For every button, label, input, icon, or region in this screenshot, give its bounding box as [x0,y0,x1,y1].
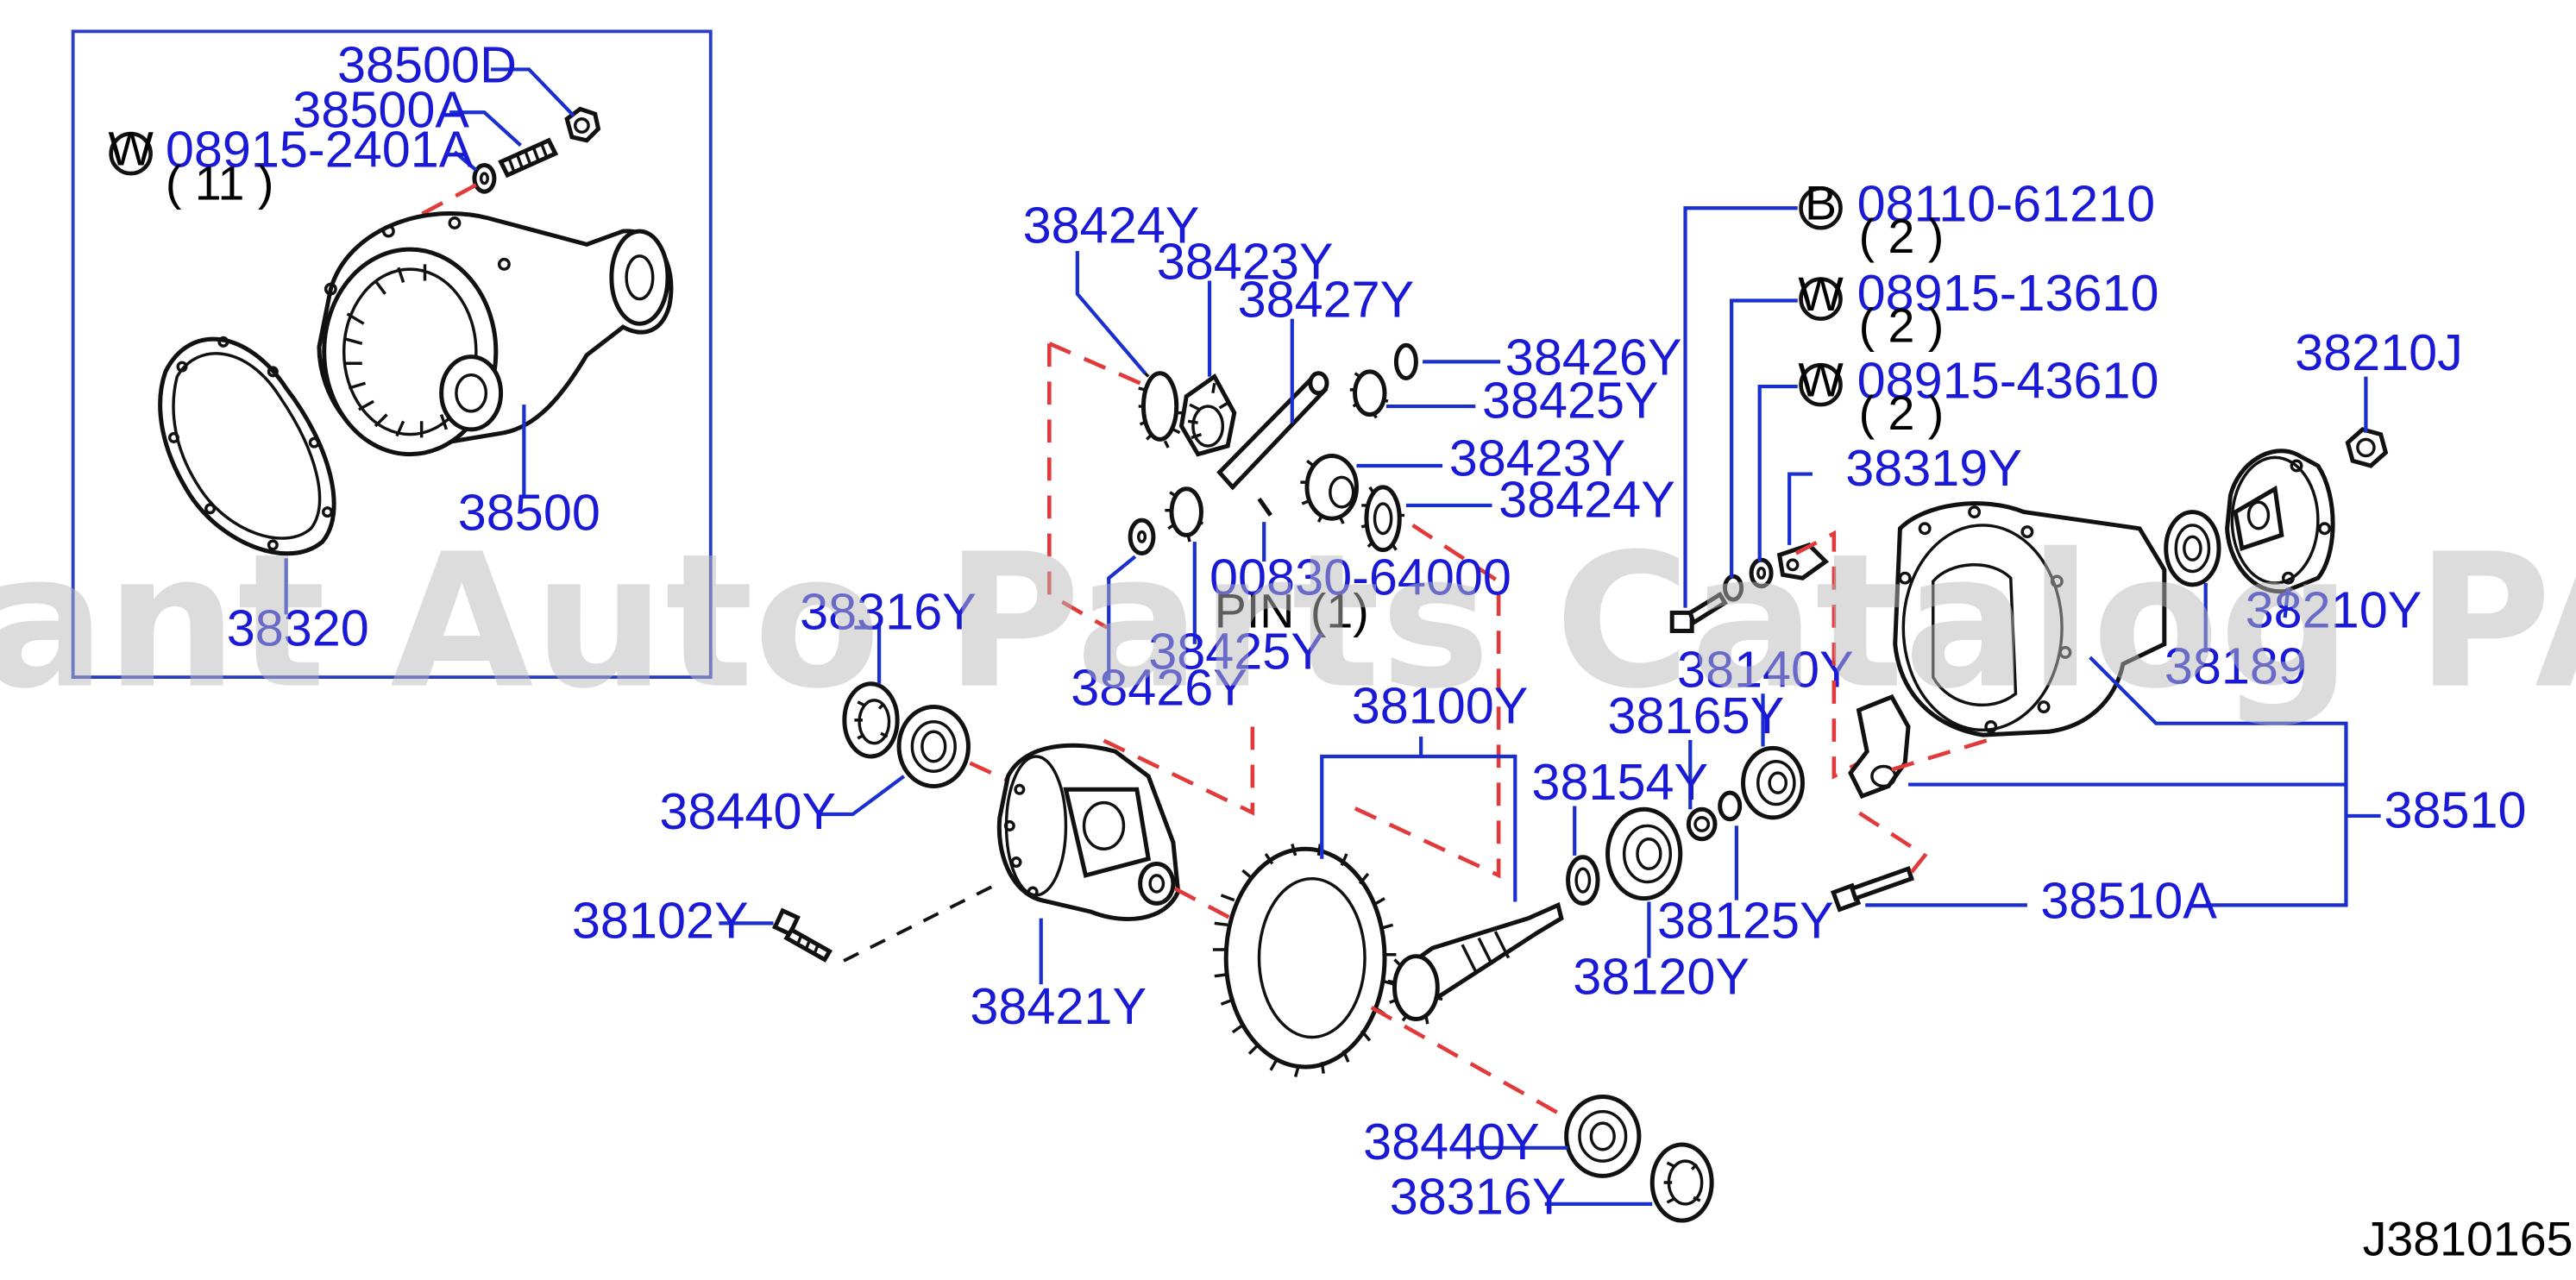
washer-08915-2401a-part[interactable] [472,162,497,194]
label-38102y[interactable]: 38102Y [572,892,749,950]
bearing-38120y-part[interactable] [1605,806,1683,901]
bolt-prefix-circle [1799,185,1843,230]
washer-prefix-letter-2: W [1798,267,1844,321]
spacer-38165y-part[interactable] [1686,806,1718,842]
label-38210y[interactable]: 38210Y [2246,581,2422,639]
label-08110-61210[interactable]: 08110-61210 [1857,175,2156,233]
housing-leaders [1683,206,2381,907]
label-38125y[interactable]: 38125Y [1657,892,1834,950]
bolt-38510a-part[interactable] [1830,866,1914,913]
washer-prefix-circle-2 [1799,277,1843,321]
washer-prefix-letter-3: W [1798,354,1844,407]
qty-08915-43610: ( 2 ) [1859,386,1945,440]
label-38424y-b[interactable]: 38424Y [1498,470,1675,528]
label-38423y-b[interactable]: 38423Y [1449,429,1626,486]
label-pin: PIN [1215,585,1295,638]
washer-prefix-letter: W [108,122,154,175]
label-38100y[interactable]: 38100Y [1352,677,1529,735]
pin-00830-64000-part[interactable] [1257,497,1272,517]
qty-08915-13610: ( 2 ) [1859,298,1945,352]
bearing-38440y-a-part[interactable] [896,705,971,788]
case-leaders [719,625,1043,985]
label-38425y-a[interactable]: 38425Y [1482,371,1659,429]
label-38500a[interactable]: 38500A [292,80,469,138]
side-gear-38424y-a-part[interactable] [1138,370,1184,449]
bearing-cap-38510-part[interactable] [1848,693,1911,800]
diagram-code: J3810165 [2363,1212,2573,1265]
label-38189[interactable]: 38189 [2164,637,2307,695]
side-gear-38423y-b-part[interactable] [1300,454,1359,524]
label-08915-2401a[interactable]: 08915-2401A [166,120,474,178]
qty-08110-61210: ( 2 ) [1859,210,1945,263]
label-38510[interactable]: 38510 [2384,781,2526,838]
label-08915-43610[interactable]: 08915-43610 [1857,351,2159,409]
bolt-08110-61210-part[interactable] [1669,591,1728,633]
pinion-mate-38423y-a-part[interactable] [1178,373,1237,457]
shim-38125y-part[interactable] [1718,790,1743,822]
label-08915-13610[interactable]: 08915-13610 [1857,264,2159,322]
label-38423y-a[interactable]: 38423Y [1157,233,1334,291]
label-00830-64000[interactable]: 00830-64000 [1209,548,1511,605]
label-38426y-a[interactable]: 38426Y [1505,329,1682,386]
carrier-housing-38510-part[interactable] [1893,501,2167,737]
washer-38426y-a-part[interactable] [1393,342,1418,380]
qty-08915-2401a: ( 11 ) [166,157,273,210]
pinion-mate-38425y-b-part[interactable] [1165,486,1203,543]
leader-38100y [1320,737,1517,902]
thrust-washer-38424y-b-part[interactable] [1360,485,1404,553]
carrier-assembly-38500-part[interactable] [317,211,674,457]
differential-case-38421y-part[interactable] [996,743,1181,921]
label-38165y[interactable]: 38165Y [1608,687,1785,744]
label-38140y[interactable]: 38140Y [1677,641,1854,699]
nut-38500d-part[interactable] [564,106,601,143]
watermark: Offers Merchant Auto Parts Catalog PARTS… [0,514,2576,730]
label-38500d[interactable]: 38500D [337,36,517,94]
gear-group-leaders [1075,251,1501,681]
label-38510a[interactable]: 38510A [2040,872,2217,930]
drive-pinion-38100y-part[interactable] [1387,901,1564,1025]
label-38427y[interactable]: 38427Y [1238,271,1415,329]
label-38440y-b[interactable]: 38440Y [1363,1113,1540,1170]
shaft-38427y-part[interactable] [1216,371,1329,491]
label-38425y-b[interactable]: 38425Y [1148,623,1325,681]
pinion-stack-leaders [1573,693,1765,958]
label-38120y[interactable]: 38120Y [1573,948,1750,1006]
gasket-38320-part[interactable] [158,336,336,556]
label-38316y-b[interactable]: 38316Y [1390,1167,1567,1225]
bolt-prefix-letter: B [1805,177,1837,230]
washer-38426y-b-part[interactable] [1128,518,1156,555]
ring-gear-38100y-part[interactable] [1212,844,1397,1077]
qty-pin: (1) [1310,585,1369,638]
inset-leaders [284,67,575,615]
bearing-38440y-b-part[interactable] [1564,1094,1642,1178]
label-38154y[interactable]: 38154Y [1531,753,1708,811]
bearing-38140y-part[interactable] [1741,745,1805,820]
pinion-mate-38425y-a-part[interactable] [1349,369,1389,419]
bearing-cup-38316y-b-part[interactable] [1649,1142,1714,1223]
label-38500[interactable]: 38500 [458,484,600,542]
stud-38500a-part[interactable] [498,137,559,179]
guide-gear-group [1047,342,1501,879]
label-38424y-a[interactable]: 38424Y [1023,196,1200,254]
oil-seal-38189-part[interactable] [2164,510,2221,587]
label-38316y-a[interactable]: 38316Y [800,583,977,641]
label-38319y[interactable]: 38319Y [1845,439,2022,497]
companion-flange-38210y-part[interactable] [2225,449,2335,594]
washer-prefix-circle [109,131,153,176]
label-38440y-a[interactable]: 38440Y [659,782,836,840]
spacer-38154y-part[interactable] [1566,855,1600,906]
bearing-cup-38316y-a-part[interactable] [842,681,900,759]
lower-bearing-leaders [1475,1145,1653,1207]
bolt-38102y-part[interactable] [772,907,833,963]
label-38421y[interactable]: 38421Y [970,977,1147,1035]
lock-plate-38319y-part[interactable] [1776,543,1830,580]
label-38426y-b[interactable]: 38426Y [1071,659,1247,717]
inset-frame [71,29,713,679]
nut-38210j-part[interactable] [2345,427,2389,468]
washer-prefix-circle-3 [1799,362,1843,407]
label-38210j[interactable]: 38210J [2295,323,2463,381]
label-38320[interactable]: 38320 [227,599,369,657]
